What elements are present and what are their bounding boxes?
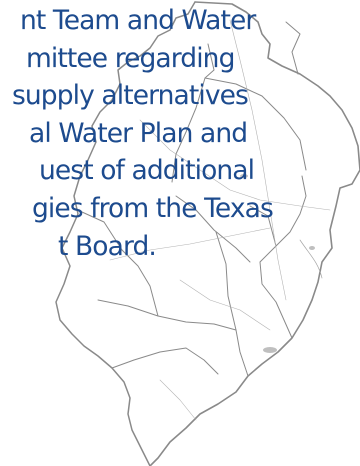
text-line: uest of additional (39, 155, 255, 187)
county-line (81, 211, 123, 251)
body-text: nt Team and Water mittee regarding suppl… (0, 2, 360, 265)
text-line: gies from the Texas (32, 192, 274, 224)
road-line (109, 227, 271, 261)
river-line (299, 239, 323, 279)
text-line: nt Team and Water (20, 5, 256, 36)
county-line (111, 347, 219, 375)
county-line (97, 299, 237, 331)
road-line (139, 119, 331, 211)
text-line: supply alternatives (12, 80, 249, 112)
lake-shape (309, 246, 315, 250)
bay-shape (263, 347, 277, 353)
county-line (204, 77, 307, 171)
county-line (215, 231, 249, 377)
road-line (179, 279, 271, 331)
county-line (249, 205, 293, 339)
lake-shape (240, 174, 248, 178)
county-line (275, 175, 307, 247)
text-line: al Water Plan and (29, 117, 248, 149)
road-line (159, 379, 197, 421)
county-line (121, 249, 159, 317)
county-line (175, 195, 251, 263)
county-line (285, 21, 301, 75)
text-line: t Board. (58, 230, 157, 262)
text-line: mittee regarding (26, 42, 235, 74)
region-boundary-west (55, 1, 196, 466)
road-line (229, 19, 287, 301)
region-boundary (149, 1, 360, 466)
